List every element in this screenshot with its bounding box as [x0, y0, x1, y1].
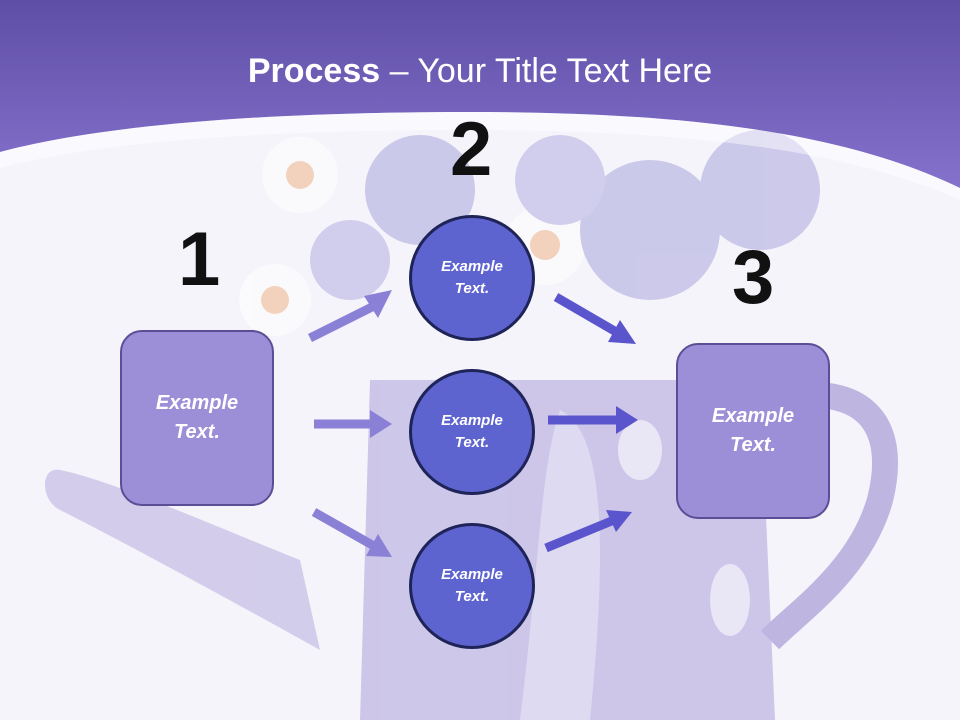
process-circle-1: Example Text.: [409, 215, 535, 341]
arrow-to-circle-1: [307, 290, 392, 343]
step-number-1: 1: [178, 217, 221, 302]
right-box-line1: Example: [711, 405, 795, 427]
left-box-line2: Text.: [174, 421, 220, 443]
title-rest: Your Title Text Here: [417, 52, 713, 90]
right-box-line2: Text.: [730, 434, 776, 456]
slide-title: Process – Your Title Text Here: [0, 52, 960, 91]
arrow-from-circle-3: [544, 510, 632, 553]
process-circle-3: Example Text.: [409, 523, 535, 649]
header-swoosh: [0, 112, 960, 200]
circle-3-line1: Example: [441, 565, 503, 583]
left-box-line1: Example: [155, 392, 239, 414]
arrow-to-circle-2: [314, 410, 392, 438]
step-number-2: 2: [450, 107, 493, 192]
left-process-box: Example Text.: [120, 330, 274, 506]
circle-2-line1: Example: [441, 411, 503, 429]
circle-2-line2: Text.: [454, 434, 490, 451]
title-separator: –: [380, 52, 418, 90]
arrow-to-circle-3: [311, 508, 392, 557]
arrow-from-circle-1: [553, 293, 636, 344]
arrow-from-circle-2: [548, 406, 638, 434]
circle-1-line1: Example: [441, 257, 503, 275]
circle-1-line2: Text.: [454, 280, 490, 297]
process-circle-2: Example Text.: [409, 369, 535, 495]
step-number-3: 3: [732, 235, 775, 320]
right-process-box: Example Text.: [676, 343, 830, 519]
title-bold: Process: [247, 52, 381, 90]
circle-3-line2: Text.: [454, 588, 490, 605]
flower-bouquet-illustration: [239, 130, 820, 336]
header-band: [0, 0, 960, 188]
